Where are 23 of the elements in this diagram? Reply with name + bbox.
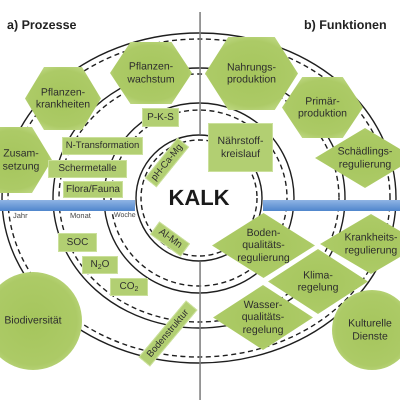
label-tag: Nährstoff- kreislauf [208,123,273,172]
label-tag: N-Transformation [62,137,143,155]
section-heading: b) Funktionen [304,19,387,33]
label-tag: Flora/Fauna [63,181,123,198]
node-label: Wasser- qualitäts- regelung [241,298,285,336]
node-label: Nahrungs- produktion [226,60,277,86]
node-label: Zusam- setzung [2,147,40,173]
node-label: Pflanzen- wachstum [126,60,176,86]
center-label: KALK [168,187,230,209]
node-label: Klima- regelung [297,268,339,294]
node-label: Schädlings- regulierung [337,145,393,171]
label-tag: CO$_{2}$ [110,278,148,296]
section-heading: a) Prozesse [7,19,76,33]
node-label: Biodiversität [4,314,62,328]
node-label: Pflanzen- krankheiten [35,86,91,112]
node-label: Primär- produktion [297,94,348,120]
label-tag: Schermetalle [48,160,127,178]
node-label: Krankheits- regulierung [344,231,398,257]
node-label: Kulturelle Dienste [348,317,392,343]
label-tag: N$_{2}$O [82,256,118,274]
label-tag: P-K-S [142,108,179,127]
node-label: Boden- qualitäts- regulierung [236,226,290,264]
label-tag: SOC [58,233,97,252]
